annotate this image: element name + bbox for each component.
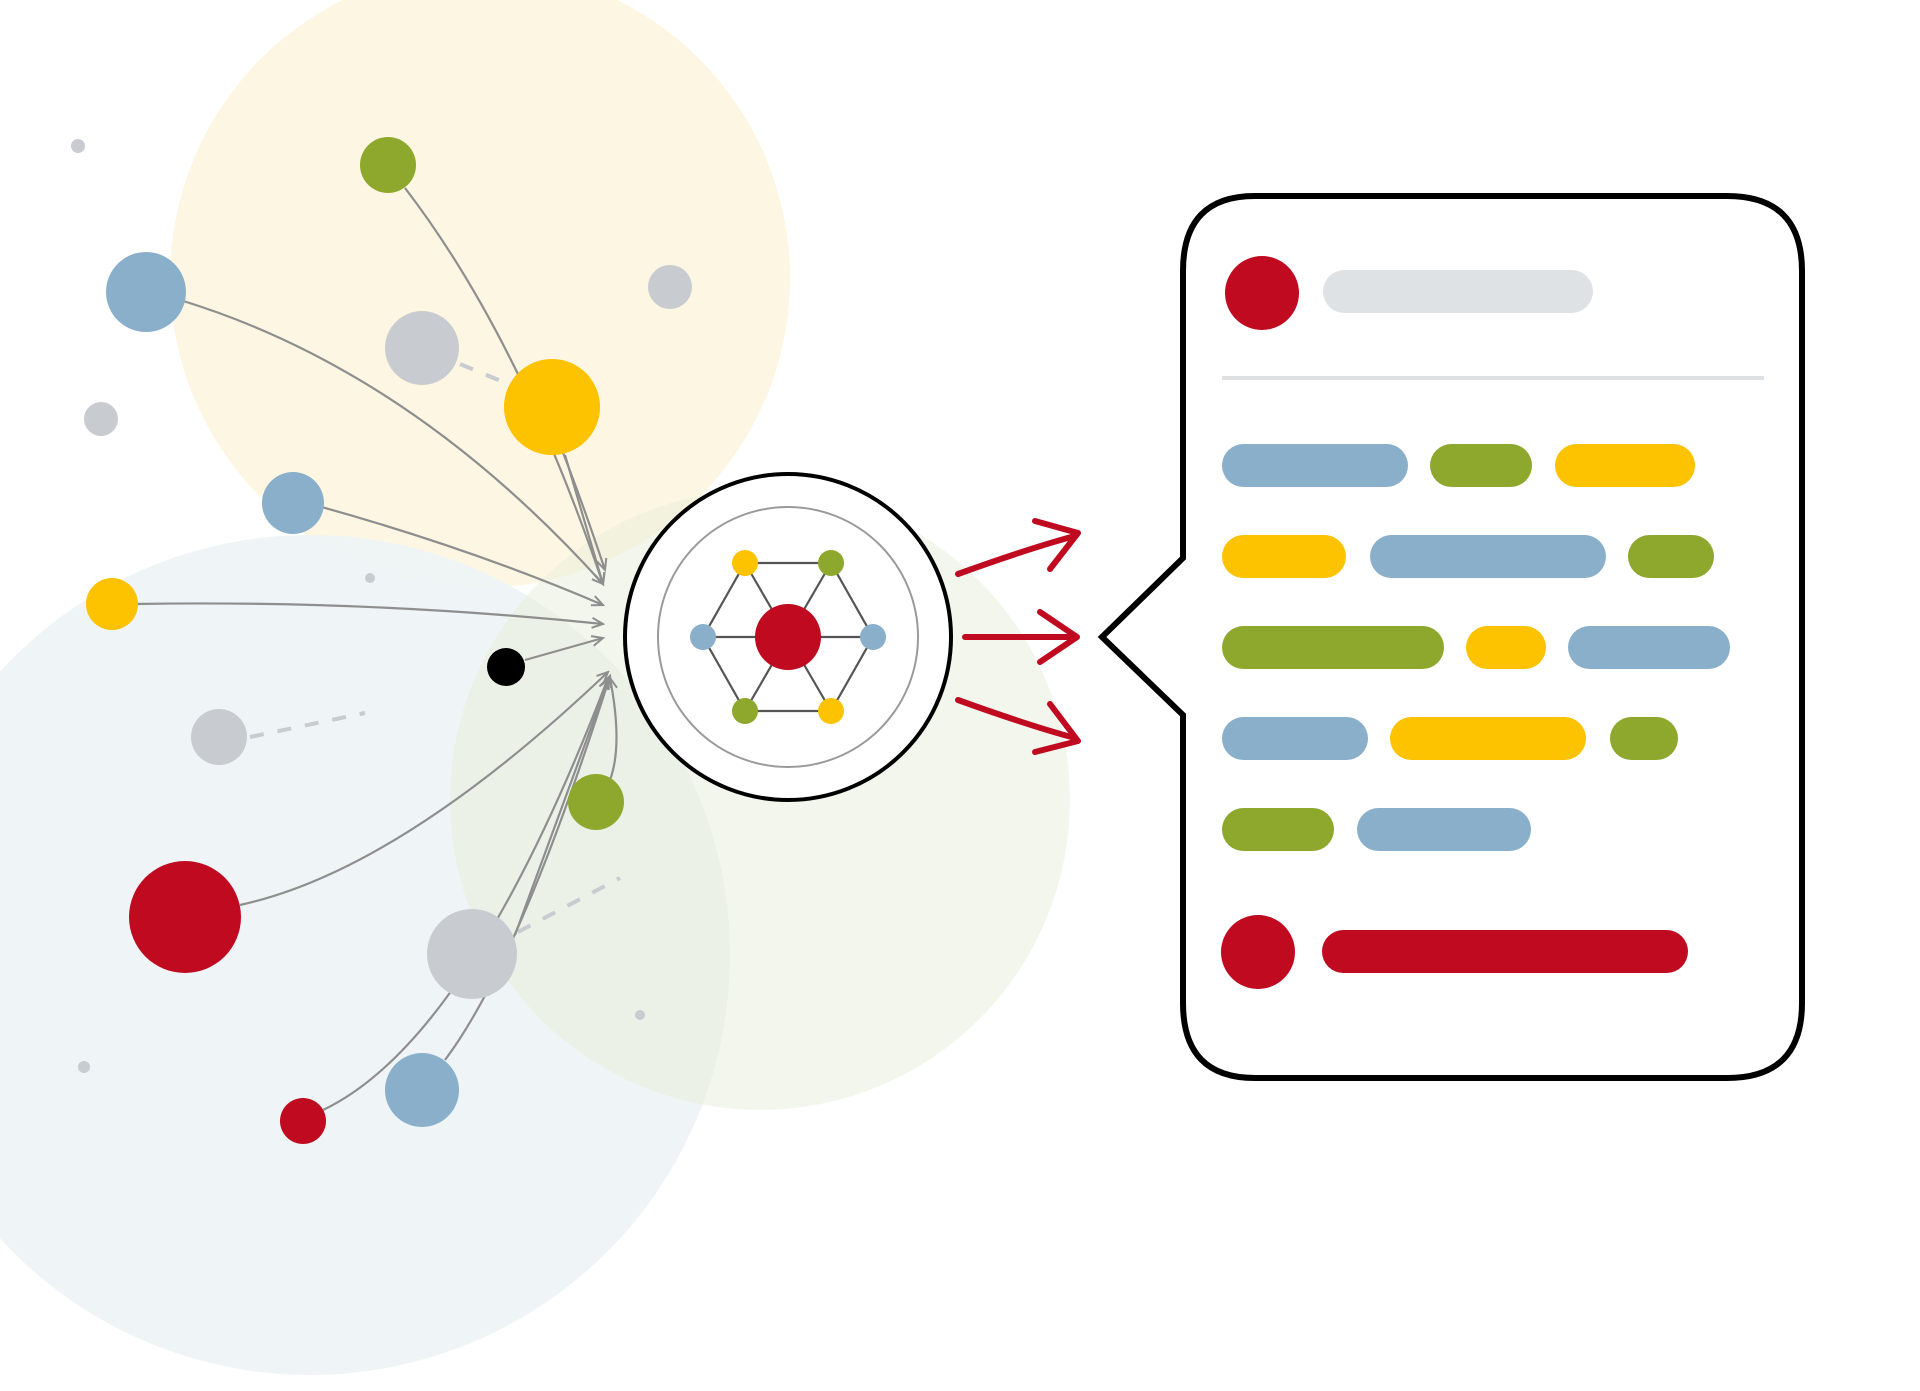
edge bbox=[239, 672, 608, 907]
dot bbox=[78, 1061, 90, 1073]
content-pill-green bbox=[1628, 535, 1714, 578]
bubble-footer-bar bbox=[1322, 930, 1688, 973]
node-blue bbox=[262, 472, 324, 534]
dot bbox=[365, 573, 375, 583]
node-yellow bbox=[504, 359, 600, 455]
bubble-header-dot bbox=[1225, 256, 1299, 330]
content-pill-blue bbox=[1568, 626, 1730, 669]
node-blue bbox=[106, 252, 186, 332]
content-pill-green bbox=[1610, 717, 1678, 760]
dashed-link bbox=[517, 876, 621, 934]
node-red bbox=[280, 1098, 326, 1144]
bubble-content-lines bbox=[1222, 444, 1730, 851]
edge bbox=[524, 638, 603, 662]
dashed-link bbox=[459, 362, 509, 386]
graph-node-blue bbox=[860, 624, 886, 650]
background-dots bbox=[71, 139, 645, 1073]
node-gray bbox=[385, 311, 459, 385]
bubble-footer-dot bbox=[1221, 915, 1295, 989]
node-black bbox=[487, 648, 525, 686]
bubble-header-bar bbox=[1323, 270, 1593, 313]
content-pill-yellow bbox=[1222, 535, 1346, 578]
node-green bbox=[360, 137, 416, 193]
content-pill-blue bbox=[1357, 808, 1531, 851]
network-graph-icon bbox=[690, 550, 886, 724]
output-arrows bbox=[955, 518, 1081, 755]
arrow-right-icon bbox=[955, 697, 1081, 755]
content-pill-yellow bbox=[1466, 626, 1546, 669]
edge bbox=[404, 187, 603, 584]
node-gray bbox=[191, 709, 247, 765]
arrow-right-icon bbox=[962, 609, 1080, 665]
graph-node-green bbox=[818, 550, 844, 576]
node-yellow bbox=[86, 578, 138, 630]
dot bbox=[635, 1010, 645, 1020]
content-pill-blue bbox=[1370, 535, 1606, 578]
edge bbox=[135, 602, 603, 624]
graph-node-blue bbox=[690, 624, 716, 650]
dot bbox=[71, 139, 85, 153]
bubble-outline bbox=[1097, 193, 1805, 1081]
content-pill-yellow bbox=[1555, 444, 1695, 487]
edge bbox=[610, 678, 617, 781]
graph-node-yellow bbox=[818, 698, 844, 724]
node-gray bbox=[648, 265, 692, 309]
halo-yellow bbox=[170, 0, 790, 588]
edge bbox=[513, 676, 610, 936]
speech-bubble-icon bbox=[1097, 193, 1805, 1081]
node-blue bbox=[385, 1053, 459, 1127]
graph-node-green bbox=[732, 698, 758, 724]
node-gray bbox=[84, 402, 118, 436]
source-nodes bbox=[84, 137, 692, 1144]
hub bbox=[623, 472, 953, 802]
content-pill-green bbox=[1222, 626, 1444, 669]
node-red bbox=[129, 861, 241, 973]
content-pill-blue bbox=[1222, 717, 1368, 760]
edge bbox=[179, 298, 603, 584]
content-pill-yellow bbox=[1390, 717, 1586, 760]
dashed-links bbox=[249, 362, 621, 934]
content-pill-green bbox=[1430, 444, 1532, 487]
content-pill-blue bbox=[1222, 444, 1408, 487]
edge bbox=[317, 504, 603, 605]
graph-node-red-center bbox=[755, 604, 821, 670]
arrow-right-icon bbox=[955, 518, 1081, 577]
node-gray bbox=[427, 909, 517, 999]
content-pill-green bbox=[1222, 808, 1334, 851]
hub-inner-ring bbox=[657, 506, 919, 768]
edge bbox=[563, 454, 603, 584]
dashed-link bbox=[249, 711, 366, 739]
graph-node-yellow bbox=[732, 550, 758, 576]
node-green bbox=[568, 774, 624, 830]
